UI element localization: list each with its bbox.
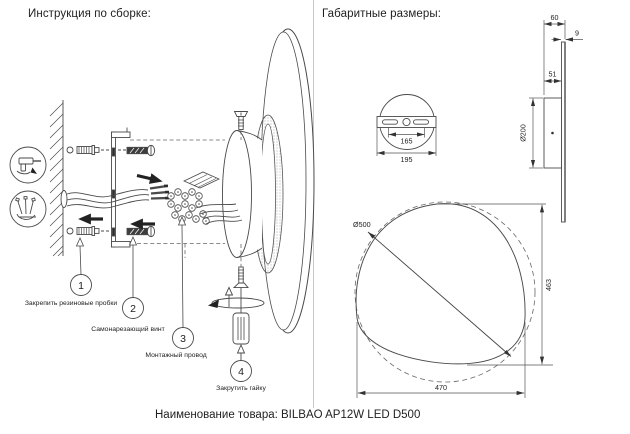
side-profile-view	[543, 41, 566, 223]
wall-plug-top	[66, 145, 109, 155]
alignment-dashed-lines	[130, 130, 242, 267]
mounting-wires	[195, 203, 243, 225]
lock-nut-assembly	[208, 266, 265, 361]
dimensions-title: Габаритные размеры:	[322, 8, 441, 20]
assembly-instructions-drawing: 1 Закрепить резиновые пробки 2 Самонарез…	[9, 28, 315, 392]
step-3-number: 3	[180, 333, 186, 345]
diameter-arrow-line	[367, 231, 512, 357]
step-2-number: 2	[130, 303, 136, 315]
self-tapping-screw-bottom	[126, 225, 156, 238]
dim-d500-label: Ø500	[353, 220, 371, 229]
product-name: Наименование товара: BILBAO AP12W LED D5…	[155, 409, 421, 421]
step-4-marker: 4 Закрутить гайку	[216, 360, 266, 392]
lamp-rear-housing	[222, 130, 263, 258]
mounting-bracket	[111, 127, 131, 248]
step-1-marker: 1 Закрепить резиновые пробки	[25, 274, 118, 307]
front-dims: 463 470	[356, 203, 553, 398]
front-view: Ø500	[353, 201, 536, 383]
dim-195-label: 195	[401, 155, 413, 164]
lamp-front-outline	[355, 203, 526, 365]
plate-dim-165: 165	[388, 128, 425, 146]
step-2-marker: 2 Самонарезающий винт	[91, 297, 165, 333]
side-dims: 60 9 51 Ø200	[519, 13, 583, 169]
step-4-number: 4	[238, 366, 244, 378]
plate-dim-195: 195	[376, 128, 437, 164]
dim-470-label: 470	[435, 383, 447, 392]
fixing-screw-top	[233, 111, 249, 130]
hand-with-plugs-icon	[9, 190, 47, 228]
drill-icon	[9, 146, 47, 184]
dim-d200-label: Ø200	[519, 124, 528, 142]
step-3-label: Монтажный провод	[145, 351, 206, 359]
dim-165-label: 165	[401, 137, 413, 146]
self-tapping-screw-top	[118, 144, 156, 157]
dim-9-label: 9	[575, 29, 579, 38]
wall	[49, 100, 64, 257]
step-leaders	[75, 216, 187, 328]
assembly-direction-arrows	[78, 173, 163, 230]
lamp-front-disc	[260, 28, 315, 334]
step-1-label: Закрепить резиновые пробки	[25, 299, 118, 307]
power-wires	[60, 184, 169, 209]
dim-463-label: 463	[544, 279, 553, 291]
dim-60-label: 60	[551, 13, 559, 22]
overall-dimensions-drawing: 165 195 60 9 51	[353, 13, 583, 398]
step-2-label: Самонарезающий винт	[91, 325, 165, 333]
reference-circle-d500	[354, 201, 536, 383]
step-3-marker: 3 Монтажный провод	[145, 327, 207, 359]
step-4-label: Закрутить гайку	[216, 384, 266, 392]
assembly-title: Инструкция по сборке:	[28, 8, 151, 20]
step-1-number: 1	[78, 280, 84, 292]
dim-51-label: 51	[549, 70, 557, 79]
wall-plug-bottom	[66, 226, 109, 236]
terminal-block	[183, 171, 220, 189]
